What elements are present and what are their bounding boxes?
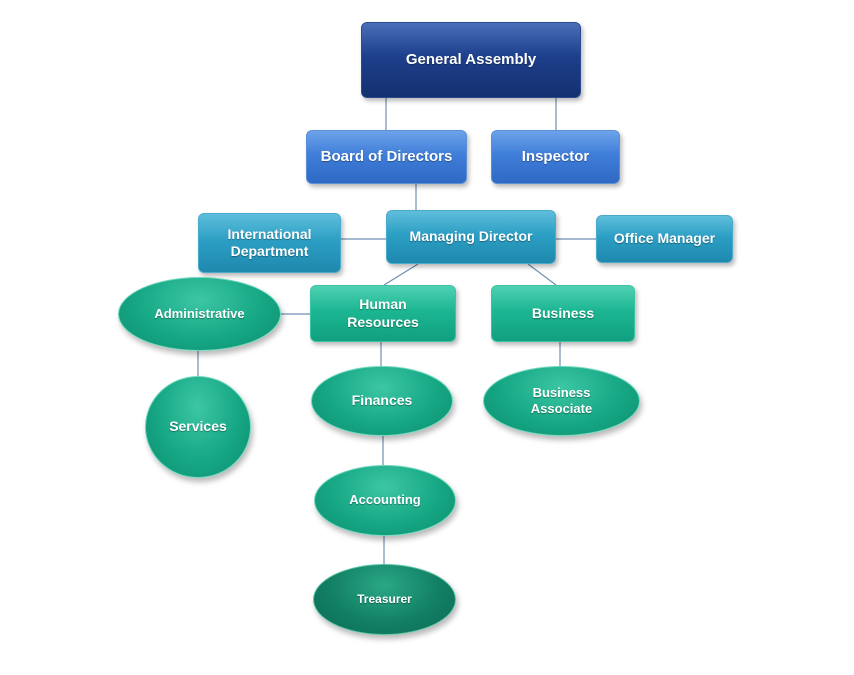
human-resources-box[interactable]: Human Resources bbox=[310, 285, 456, 342]
inspector-box[interactable]: Inspector bbox=[491, 130, 620, 184]
treasurer-ellipse[interactable]: Treasurer bbox=[313, 564, 456, 635]
connector-md-business bbox=[527, 263, 557, 286]
office-manager-box[interactable]: Office Manager bbox=[596, 215, 733, 263]
connector-md-hr bbox=[383, 263, 419, 286]
administrative-ellipse[interactable]: Administrative bbox=[118, 277, 281, 351]
accounting-ellipse[interactable]: Accounting bbox=[314, 465, 456, 536]
general-assembly-box[interactable]: General Assembly bbox=[361, 22, 581, 98]
board-of-directors-box[interactable]: Board of Directors bbox=[306, 130, 467, 184]
business-associate-ellipse[interactable]: Business Associate bbox=[483, 366, 640, 436]
finances-ellipse[interactable]: Finances bbox=[311, 366, 453, 436]
business-box[interactable]: Business bbox=[491, 285, 635, 342]
managing-director-box[interactable]: Managing Director bbox=[386, 210, 556, 264]
services-circle[interactable]: Services bbox=[145, 376, 251, 478]
international-department-box[interactable]: International Department bbox=[198, 213, 341, 273]
